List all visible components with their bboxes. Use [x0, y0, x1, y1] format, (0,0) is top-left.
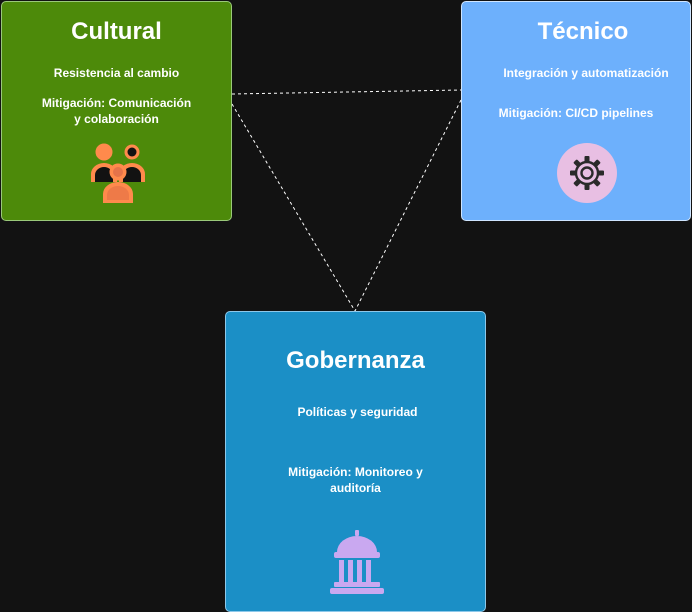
connector-cultural-gobernanza: [231, 103, 356, 312]
card-title: Técnico: [537, 18, 629, 45]
card-title: Gobernanza: [286, 347, 425, 374]
gear-icon: [557, 143, 617, 203]
card-title: Cultural: [71, 18, 162, 45]
card-gobernanza: Gobernanza Políticas y seguridad Mitigac…: [225, 311, 486, 612]
card-tecnico: Técnico Integración y automatización Mit…: [461, 1, 691, 221]
people-group-icon: [91, 143, 145, 203]
card-mitigation: Mitigación: Monitoreo y auditoría: [288, 465, 423, 495]
card-challenge: Políticas y seguridad: [297, 405, 418, 419]
card-mitigation: Mitigación: CI/CD pipelines: [498, 106, 654, 120]
government-building-icon: [330, 530, 384, 594]
card-challenge: Integración y automatización: [503, 66, 669, 80]
connector-tecnico-gobernanza: [354, 99, 462, 312]
connector-cultural-tecnico: [231, 89, 462, 95]
card-challenge: Resistencia al cambio: [53, 66, 180, 80]
card-cultural: Cultural Resistencia al cambio Mitigació…: [1, 1, 232, 221]
card-mitigation: Mitigación: Comunicación y colaboración: [41, 96, 192, 126]
